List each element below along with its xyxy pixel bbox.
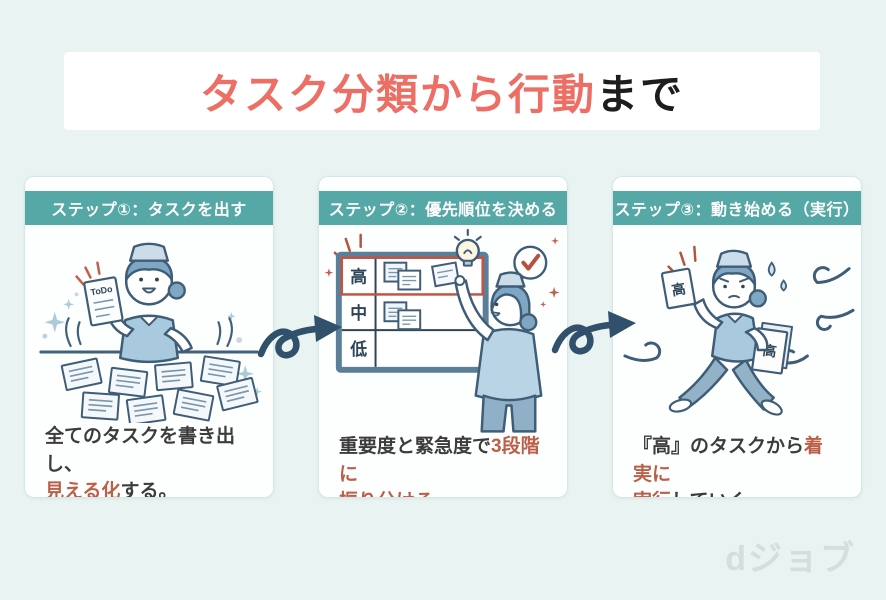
step-2-illustration: 高 中 低: [319, 225, 567, 433]
mouth: [490, 311, 501, 317]
board-row-high: 高: [350, 267, 367, 287]
arm-raised: [693, 298, 724, 330]
caption-highlight: 3段階に: [339, 436, 540, 485]
steps-row: ステップ①：タスクを出す: [24, 176, 862, 498]
sparkles-icon: [42, 292, 262, 397]
hair-bun: [167, 281, 186, 300]
priority-board: 高 中 低: [335, 251, 489, 373]
caption-text: 全てのタスクを書き出し、: [45, 426, 236, 475]
caption-text: 。: [434, 491, 453, 497]
motion-lines: [65, 317, 233, 348]
high-card-raised: 高: [660, 267, 697, 310]
mouth: [728, 294, 740, 299]
step-1-illustration: ToDo: [25, 225, 273, 424]
nurse-figure: [106, 242, 193, 364]
curly-arrow-icon: [257, 315, 342, 359]
high-row-highlight: [340, 256, 484, 296]
nurse-running-illustration: 高 高: [623, 245, 855, 416]
nurse-figure: [454, 271, 543, 433]
arm-reaching: [163, 326, 193, 354]
hair-bun: [748, 289, 767, 308]
caption-text: していく。: [671, 491, 765, 497]
torso: [710, 312, 761, 363]
caption-text: 『高』のタスクから: [633, 436, 805, 458]
title-highlight: タスク分類から行動: [199, 70, 596, 118]
step-2-header: ステップ②：優先順位を決める: [319, 191, 567, 225]
nurse-cap-icon: [128, 242, 170, 262]
caption-text: 重要度と緊急度で: [339, 436, 492, 458]
todo-card: ToDo: [83, 276, 124, 327]
step-1-caption: 全てのタスクを書き出し、見える化する。: [25, 423, 273, 498]
nurse-cap-icon: [715, 249, 753, 268]
high-card-label: 高: [670, 280, 687, 298]
step-card-2: ステップ②：優先順位を決める 高 中 低: [318, 176, 568, 498]
caption-highlight: 見える化: [45, 481, 121, 498]
hair-bun: [519, 313, 538, 332]
step-card-1: ステップ①：タスクを出す: [24, 176, 274, 498]
priority-board-illustration: 高 中 低: [324, 228, 560, 433]
todo-card-label: ToDo: [90, 284, 114, 298]
mouth: [142, 287, 156, 294]
nurse-figure: 高 高: [660, 249, 794, 416]
step-1-header: ステップ①：タスクを出す: [25, 191, 273, 225]
title-banner: タスク分類から行動まで: [64, 52, 820, 130]
sweat-drops-icon: [767, 261, 787, 292]
board-row-low: 低: [349, 339, 367, 359]
sticky-notes: [383, 261, 461, 331]
caption-highlight: 実行: [633, 491, 671, 497]
d-job-logo: dジョブ: [725, 540, 856, 578]
emphasis-lines: [75, 261, 101, 286]
brows: [719, 277, 749, 283]
caption-highlight: 振り分ける: [339, 491, 434, 497]
hand: [454, 275, 466, 287]
board-row-mid: 中: [350, 303, 367, 323]
nurse-cap-icon: [495, 271, 526, 288]
step-2-caption: 重要度と緊急度で3段階に振り分ける。: [319, 433, 567, 497]
nurse-writing-tasks-illustration: ToDo: [39, 242, 262, 424]
curly-arrow-icon: [551, 311, 636, 355]
lightbulb-icon: [453, 228, 482, 267]
step-card-3: ステップ③：動き始める（実行）: [612, 176, 862, 498]
title-suffix: まで: [596, 70, 685, 118]
scattered-task-cards: [60, 355, 259, 424]
caption-text: する。: [120, 481, 178, 498]
red-sparkle-icon: [324, 268, 334, 277]
step-3-illustration: 高 高: [613, 225, 861, 433]
arm-holding: [744, 326, 769, 352]
legs: [480, 394, 537, 433]
step-3-header: ステップ③：動き始める（実行）: [613, 191, 861, 225]
step-3-caption: 『高』のタスクから着実に実行していく。: [613, 433, 861, 497]
page-title: タスク分類から行動まで: [200, 61, 684, 122]
caption-highlight: 着実に: [633, 436, 824, 485]
